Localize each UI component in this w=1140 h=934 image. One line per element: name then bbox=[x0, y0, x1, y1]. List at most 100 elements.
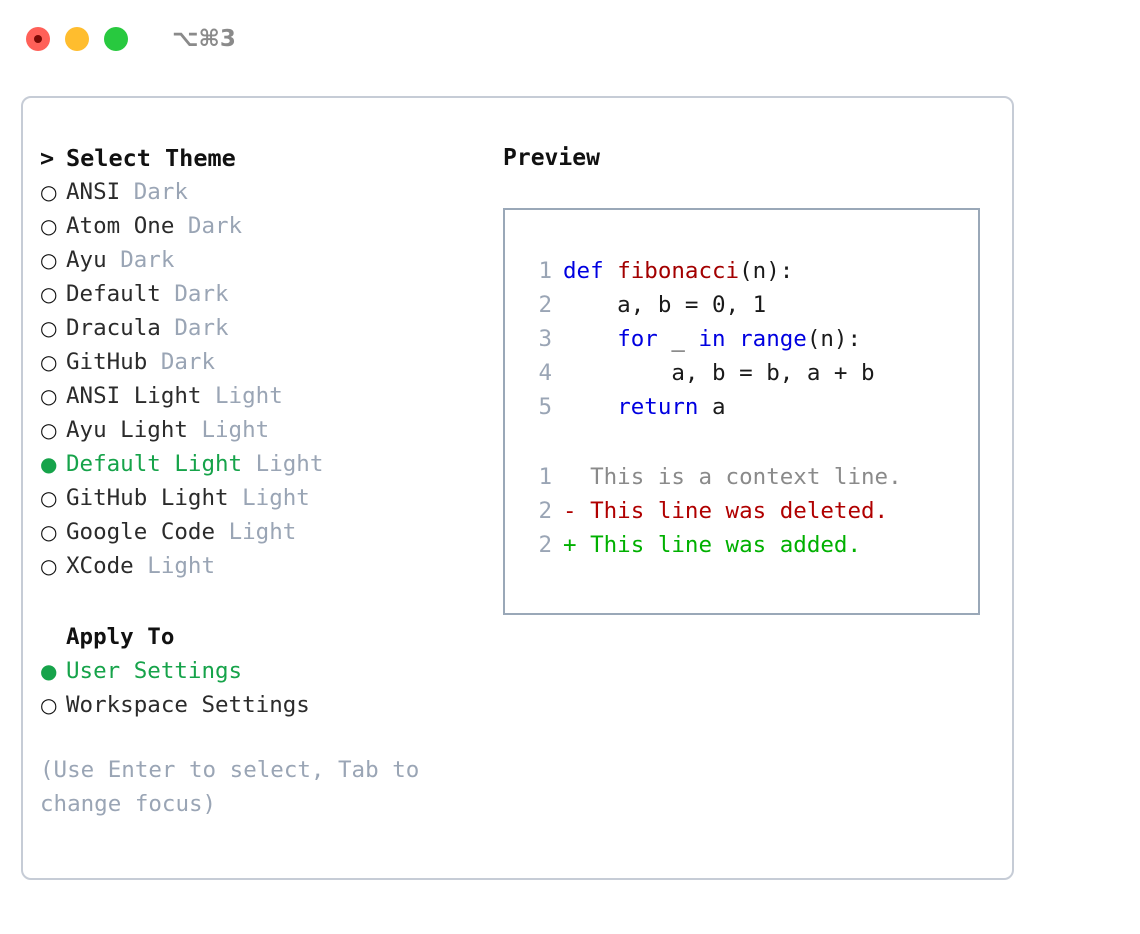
section-spacer bbox=[40, 583, 480, 620]
code-token: (n): bbox=[739, 258, 794, 284]
radio-unselected-icon: ○ bbox=[40, 554, 58, 578]
theme-variant-label: Light bbox=[242, 485, 310, 511]
theme-name-gap bbox=[134, 549, 148, 583]
theme-variant-label: Dark bbox=[174, 315, 229, 341]
code-token bbox=[563, 394, 617, 420]
code-line: 5 return a bbox=[505, 390, 978, 424]
code-token: + This line was added. bbox=[563, 532, 862, 558]
code-token bbox=[563, 326, 617, 352]
radio-unselected-icon: ○ bbox=[40, 180, 58, 204]
close-dot-icon bbox=[34, 35, 42, 43]
radio-unselected-icon: ○ bbox=[40, 384, 58, 408]
line-number: 1 bbox=[538, 464, 552, 490]
theme-name-gap bbox=[161, 311, 175, 345]
code-line: 1 def fibonacci(n): bbox=[505, 254, 978, 288]
line-number: 2 bbox=[538, 292, 552, 318]
theme-name: Google Code bbox=[66, 519, 216, 545]
line-number: 1 bbox=[538, 258, 552, 284]
theme-variant-label: Dark bbox=[187, 213, 243, 239]
radio-selected-icon: ● bbox=[40, 659, 58, 683]
main-panel: >Select Theme ○ANSI Dark○Atom One Dark○A… bbox=[21, 96, 1014, 880]
code-line: 4 a, b = b, a + b bbox=[505, 356, 978, 390]
theme-name-gap bbox=[201, 379, 215, 413]
theme-name: Atom One bbox=[66, 213, 175, 239]
theme-list-item[interactable]: ○GitHub Light Light bbox=[40, 481, 480, 515]
close-light-icon[interactable] bbox=[26, 27, 50, 51]
theme-name-gap bbox=[161, 277, 175, 311]
code-token: _ bbox=[657, 326, 699, 352]
apply-to-item[interactable]: ○ Workspace Settings bbox=[40, 688, 480, 722]
theme-name: Ayu Light bbox=[66, 417, 188, 443]
line-number: 3 bbox=[538, 326, 552, 352]
theme-list-item[interactable]: ○ANSI Dark bbox=[40, 175, 480, 209]
theme-name-gap bbox=[215, 515, 229, 549]
apply-to-label: User Settings bbox=[66, 658, 243, 684]
theme-list-item[interactable]: ○ ANSI Light Light bbox=[40, 379, 480, 413]
theme-name-gap bbox=[147, 345, 161, 379]
keyboard-hint-text: (Use Enter to select, Tab to change focu… bbox=[40, 757, 420, 817]
radio-selected-icon: ● bbox=[40, 452, 58, 476]
theme-name-gap bbox=[120, 175, 134, 209]
code-token: return bbox=[617, 394, 699, 420]
theme-variant-label: Dark bbox=[174, 281, 229, 307]
radio-unselected-icon: ○ bbox=[40, 248, 58, 272]
theme-name-gap bbox=[229, 481, 243, 515]
theme-list-item[interactable]: ○ Default Dark bbox=[40, 277, 480, 311]
code-token: This is a context line. bbox=[563, 464, 902, 490]
diff-line: 2 + This line was added. bbox=[505, 528, 978, 562]
theme-list-item[interactable]: ○XCode Light bbox=[40, 549, 480, 583]
radio-unselected-icon: ○ bbox=[40, 282, 58, 306]
line-number: 2 bbox=[538, 498, 552, 524]
apply-to-label: Workspace Settings bbox=[66, 692, 310, 718]
radio-unselected-icon: ○ bbox=[40, 418, 58, 442]
radio-unselected-icon: ○ bbox=[40, 693, 58, 717]
radio-unselected-icon: ○ bbox=[40, 486, 58, 510]
radio-unselected-icon: ○ bbox=[40, 214, 58, 238]
theme-list-item[interactable]: ○Google Code Light bbox=[40, 515, 480, 549]
line-number: 2 bbox=[538, 532, 552, 558]
theme-name: Dracula bbox=[66, 315, 161, 341]
select-theme-title: Select Theme bbox=[66, 144, 236, 172]
theme-list-item[interactable]: ○Ayu Dark bbox=[40, 243, 480, 277]
diff-line: 2 - This line was deleted. bbox=[505, 494, 978, 528]
theme-name: XCode bbox=[66, 553, 134, 579]
minimize-light-icon[interactable] bbox=[65, 27, 89, 51]
code-line: 3 for _ in range(n): bbox=[505, 322, 978, 356]
theme-list-item[interactable]: ○Dracula Dark bbox=[40, 311, 480, 345]
theme-list-item[interactable]: ○GitHub Dark bbox=[40, 345, 480, 379]
preview-title: Preview bbox=[503, 145, 600, 171]
theme-name: Default bbox=[66, 281, 161, 307]
theme-variant-label: Dark bbox=[120, 247, 175, 273]
theme-variant-label: Light bbox=[201, 417, 270, 443]
apply-to-item[interactable]: ● User Settings bbox=[40, 654, 480, 688]
code-line: 2 a, b = 0, 1 bbox=[505, 288, 978, 322]
theme-name: Default Light bbox=[66, 451, 243, 477]
title-bar: ⌥⌘3 bbox=[0, 0, 1140, 78]
theme-variant-label: Light bbox=[215, 383, 283, 409]
theme-name-gap bbox=[174, 209, 188, 243]
theme-variant-label: Dark bbox=[160, 349, 216, 375]
theme-variant-label: Light bbox=[255, 451, 324, 477]
apply-to-marker-spacer bbox=[40, 625, 66, 649]
theme-name: ANSI bbox=[66, 179, 121, 205]
apply-to-header: Apply To bbox=[40, 620, 480, 654]
code-token: range bbox=[739, 326, 807, 352]
theme-name-gap bbox=[242, 447, 256, 481]
theme-list-item[interactable]: ○ Atom One Dark bbox=[40, 209, 480, 243]
code-token: fibonacci bbox=[617, 258, 740, 284]
select-theme-header: >Select Theme bbox=[40, 141, 480, 175]
maximize-light-icon[interactable] bbox=[104, 27, 128, 51]
theme-name-gap bbox=[188, 413, 202, 447]
diff-sample: 1 This is a context line. 2 - This line wa… bbox=[505, 460, 978, 562]
code-token: - This line was deleted. bbox=[563, 498, 889, 524]
theme-name: ANSI Light bbox=[66, 383, 202, 409]
theme-list-item[interactable]: ● Default Light Light bbox=[40, 447, 480, 481]
theme-list-item[interactable]: ○ Ayu Light Light bbox=[40, 413, 480, 447]
code-diff-spacer bbox=[505, 424, 978, 460]
theme-selector-column: >Select Theme ○ANSI Dark○Atom One Dark○A… bbox=[40, 141, 480, 821]
code-token: def bbox=[563, 258, 618, 284]
theme-variant-label: Light bbox=[228, 519, 297, 545]
